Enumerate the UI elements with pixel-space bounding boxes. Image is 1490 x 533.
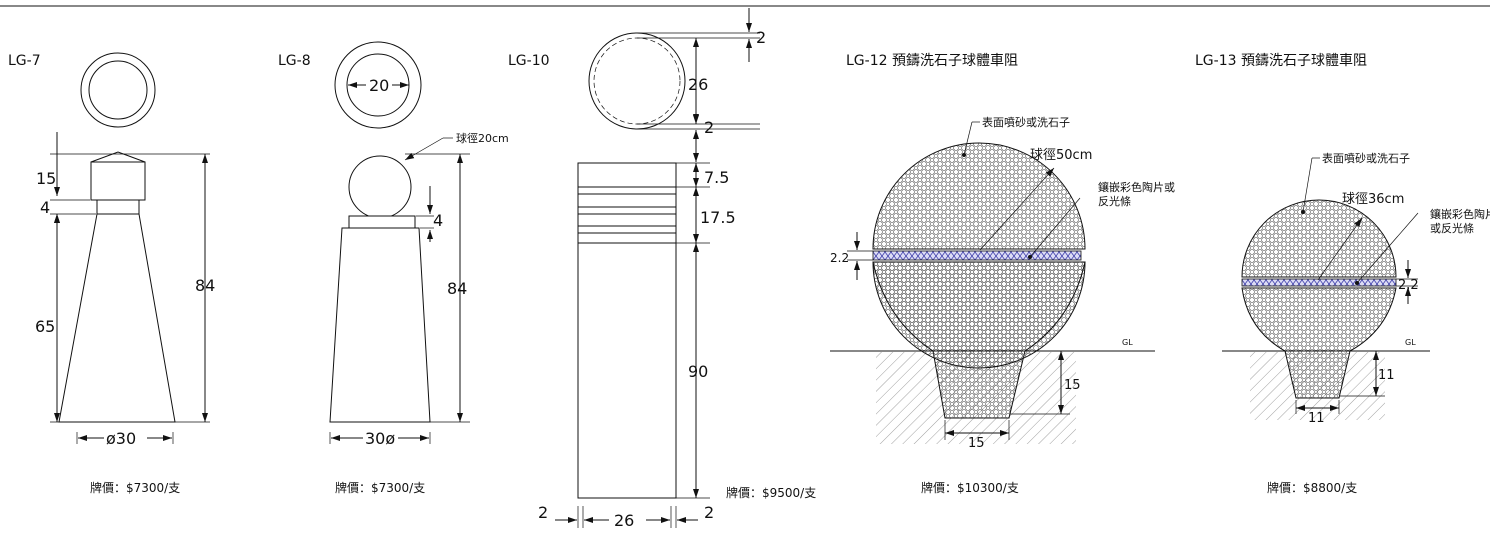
plan-inner-circle [593,37,681,125]
product-lg-12: LG-12 預鑄洗石子球體車阻 GL 表面噴砂或洗石子 球徑50cm 鑲嵌彩色陶… [830,52,1175,495]
dim-depth: 15 [1064,378,1081,393]
inlay-note-1: 鑲嵌彩色陶片 [1430,207,1490,221]
price-label: 牌價：$7300/支 [90,481,180,495]
model-label: LG-8 [278,53,311,69]
dim-base-diameter: ø30 [106,429,136,448]
dim-left-wall: 2 [538,503,548,522]
dim-right-wall: 2 [704,503,714,522]
product-lg-7: LG-7 15 4 65 84 ø30 牌價：$7300/支 [8,52,215,495]
dim-wall-bottom: 2 [704,118,714,137]
inlay-leader [1029,197,1081,258]
inlay-leader [1356,212,1419,284]
ball-diameter-note: 球徑20cm [456,131,509,145]
dim-body-height: 65 [35,317,55,336]
dim-band-height: 4 [433,211,443,230]
band [96,199,140,215]
inlay-band [1241,278,1397,287]
post-body [577,162,677,499]
plan-outer-circle [334,41,422,129]
ball-diameter-note: 球徑36cm [1342,192,1404,207]
ball-radius-line [979,167,1055,251]
inlay-note-1: 鑲嵌彩色陶片或 [1098,180,1175,194]
dim-depth: 11 [1378,368,1395,383]
slot-1 [577,186,677,195]
product-lg-8: LG-8 20 球徑20cm 84 4 30ø 牌價：$7300/支 [278,41,509,495]
ball-radius-line [1317,217,1363,281]
plan-inner-circle [88,60,148,120]
sphere-lower-fill [872,261,1086,352]
plan-outer-circle [588,32,686,130]
price-label: 牌價：$10300/支 [921,481,1019,495]
dim-total-height: 84 [447,279,467,298]
product-lg-10: LG-10 2 26 2 7.5 17.5 90 [508,8,816,530]
dim-body-height: 90 [688,362,708,381]
dim-inner-diameter: 26 [688,75,708,94]
dim-band-height: 4 [40,198,50,217]
inlay-band [872,250,1082,261]
model-label: LG-10 [508,53,550,69]
product-lg-13: LG-13 預鑄洗石子球體車阻 GL 表面噴砂或洗石子 球徑36cm 鑲嵌彩色陶… [1195,52,1490,495]
tapered-column [329,227,431,423]
slot-2 [577,206,677,215]
surface-leader [963,121,973,156]
tapered-column [58,213,176,423]
price-label: 牌價：$8800/支 [1267,481,1357,495]
inlay-note-2: 或反光條 [1430,221,1474,235]
model-label: LG-13 預鑄洗石子球體車阻 [1195,52,1367,69]
surface-note: 表面噴砂或洗石子 [982,115,1070,129]
ground-label: GL [1405,338,1416,347]
sphere-upper [872,142,1086,250]
dim-cap-height: 15 [36,169,56,188]
dim-band: 2.2 [1398,278,1419,293]
band [348,215,416,229]
price-label: 牌價：$9500/支 [726,486,816,500]
foundation [1284,350,1351,399]
sphere-upper [1241,199,1397,278]
inlay-note-2: 反光條 [1098,194,1131,208]
dim-slots: 17.5 [700,208,736,227]
ball [348,155,412,219]
price-label: 牌價：$7300/支 [335,481,425,495]
dim-total-height: 84 [195,276,215,295]
surface-leader [1302,157,1313,213]
cap-block [90,161,146,201]
dim-wall-top: 2 [756,28,766,47]
dim-slot: 7.5 [704,168,729,187]
dim-plan-diameter: 20 [369,76,389,95]
dim-band: 2.2 [830,251,849,265]
ball-diameter-note: 球徑50cm [1030,148,1092,163]
ground-label: GL [1122,338,1133,347]
dim-width: 26 [614,511,634,530]
dim-base: 15 [968,436,985,451]
dim-base: 11 [1308,411,1325,426]
dim-base-diameter: 30ø [365,429,395,448]
cap-top [90,151,146,163]
surface-note: 表面噴砂或洗石子 [1322,151,1410,165]
model-label: LG-12 預鑄洗石子球體車阻 [846,52,1018,69]
sphere-lower [1241,287,1397,352]
slot-3 [577,225,677,234]
model-label: LG-7 [8,53,41,69]
plan-outer-circle [80,52,156,128]
